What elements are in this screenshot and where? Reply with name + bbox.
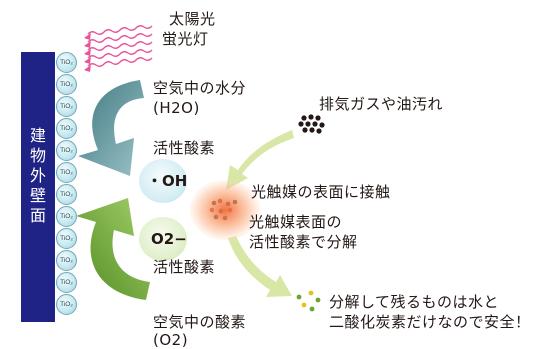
moisture-formula: (H2O)	[153, 99, 200, 117]
tio2-particle: TiO₂	[56, 52, 77, 73]
uv-ray-5	[87, 57, 153, 67]
result-label-line2: 二酸化炭素だけなので安全！	[329, 313, 531, 331]
reaction-glow	[190, 180, 260, 240]
moisture-arrow	[78, 80, 144, 176]
contact-label: 光触媒の表面に接触	[251, 183, 391, 201]
hydroxyl-bubble	[139, 159, 187, 203]
wall-label: 建物外壁面	[29, 126, 46, 225]
pollutant-arrow	[226, 130, 294, 190]
sunlight-label: 太陽光	[169, 10, 216, 28]
residue-particles	[296, 290, 321, 312]
uv-ray-1	[87, 25, 153, 35]
tio2-particle: TiO₂	[56, 74, 77, 95]
tio2-particle: TiO₂	[56, 228, 77, 249]
uv-rays	[87, 25, 153, 67]
building-wall	[21, 52, 55, 322]
superoxide-symbol: O2−	[151, 230, 187, 248]
superoxide-caption: 活性酸素	[153, 258, 216, 276]
oxygen-label: 空気中の酸素	[153, 313, 247, 331]
tio2-particle: TiO₂	[56, 140, 77, 161]
uv-ray-2	[87, 33, 153, 43]
uv-ray-3	[87, 41, 153, 51]
pollutant-label: 排気ガスや油汚れ	[319, 95, 444, 113]
tio2-particle: TiO₂	[56, 184, 77, 205]
hydroxyl-symbol: ・OH	[147, 172, 188, 190]
superoxide-bubble	[139, 217, 187, 261]
tio2-particle: TiO₂	[56, 206, 77, 227]
tio2-particle: TiO₂	[56, 96, 77, 117]
hydroxyl-heading: 活性酸素	[153, 139, 216, 157]
tio2-particle: TiO₂	[56, 250, 77, 271]
tio2-particle: TiO₂	[56, 294, 77, 315]
pollutant-particles	[298, 114, 325, 134]
result-label-line1: 分解して残るものは水と	[329, 293, 500, 311]
uv-arrowheads	[84, 33, 91, 72]
result-arrow	[228, 236, 292, 297]
decompose-label-line2: 活性酸素で分解	[249, 233, 358, 251]
uv-ray-4	[87, 49, 153, 59]
fluorescent-label: 蛍光灯	[162, 30, 209, 48]
tio2-particle: TiO₂	[56, 272, 77, 293]
tio2-particle: TiO₂	[56, 162, 77, 183]
tio2-particle: TiO₂	[56, 118, 77, 139]
oxygen-formula: (O2)	[153, 331, 189, 349]
oxygen-arrow	[76, 198, 150, 300]
decompose-label-line1: 光触媒表面の	[249, 213, 343, 231]
photocatalyst-diagram	[76, 25, 325, 312]
moisture-label: 空気中の水分	[153, 79, 247, 97]
